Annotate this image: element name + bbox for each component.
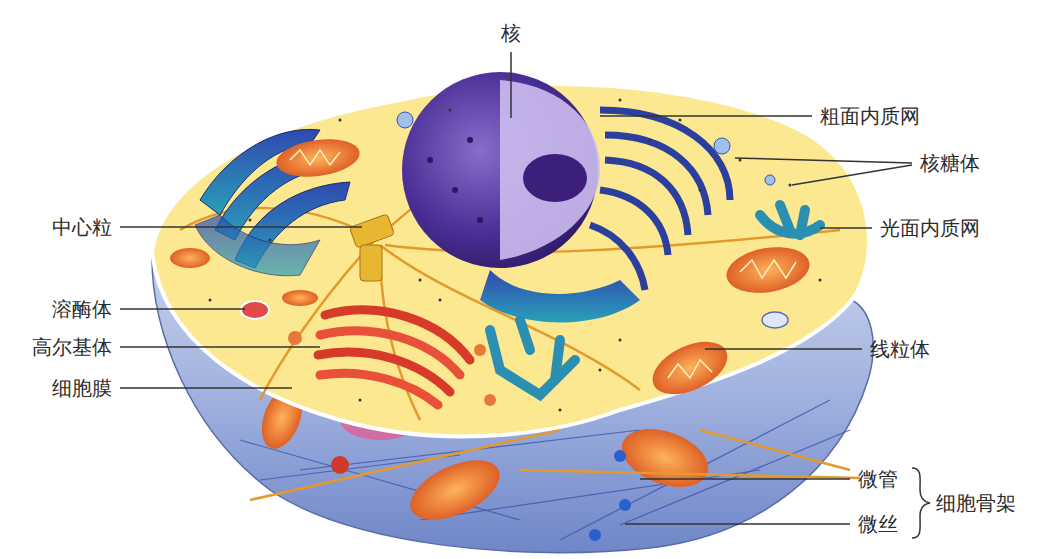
part-label: 粗面内质网 [820,103,920,129]
part-label: 高尔基体 [32,334,112,360]
part-label: 中心粒 [52,214,112,240]
part-label: 细胞骨架 [936,490,1016,516]
part-label: 线粒体 [870,336,930,362]
part-label: 溶酶体 [52,296,112,322]
part-label: 光面内质网 [880,215,980,241]
part-label: 微管 [858,466,898,492]
part-label: 微丝 [858,511,898,537]
part-label: 核 [501,20,521,46]
part-label: 核糖体 [920,150,980,176]
part-label: 细胞膜 [52,375,112,401]
